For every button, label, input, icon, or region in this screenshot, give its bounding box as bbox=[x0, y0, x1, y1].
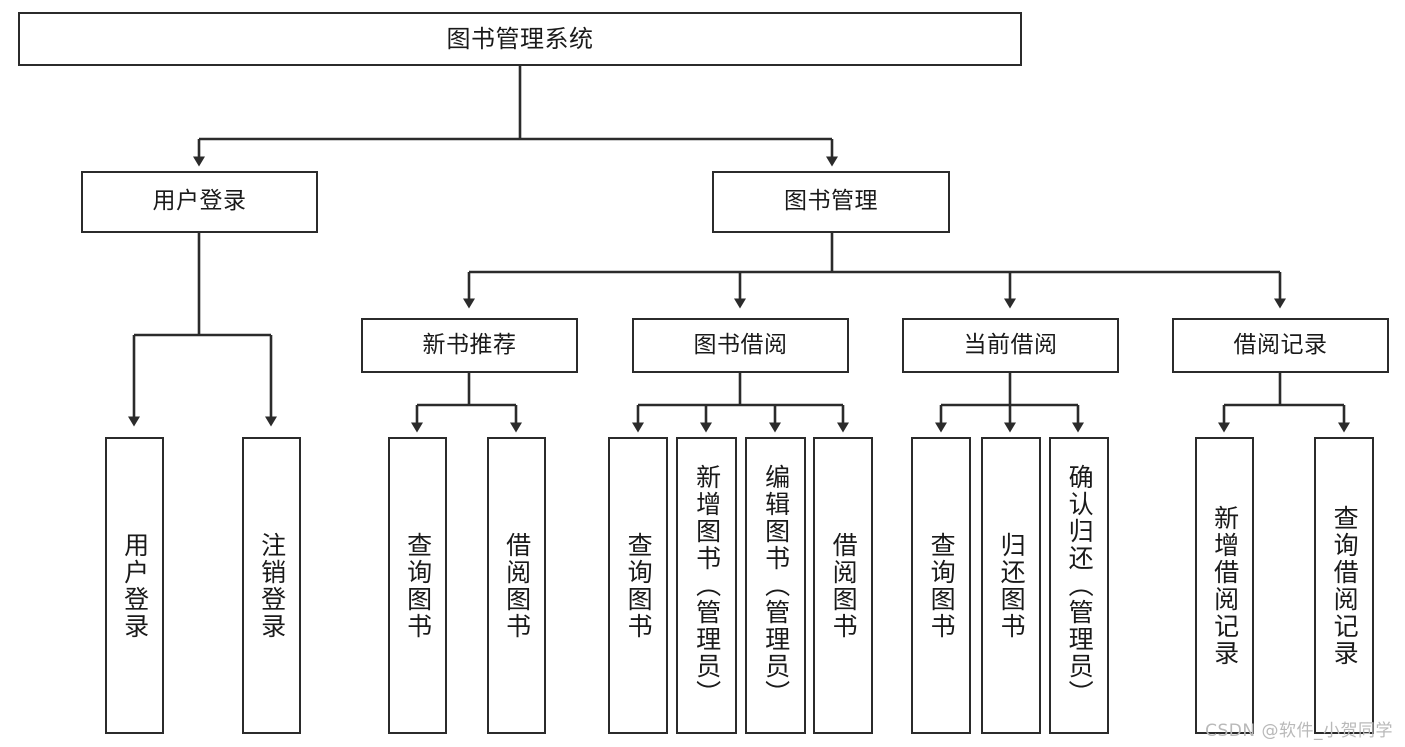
node-leaf-add-book-label: 新增图书（管理员） bbox=[692, 464, 722, 707]
node-root[interactable]: 图书管理系统 bbox=[18, 12, 1022, 66]
node-leaf-borrow-book-1[interactable]: 借阅图书 bbox=[487, 437, 546, 734]
node-user-login[interactable]: 用户登录 bbox=[81, 171, 318, 233]
node-leaf-query-book-1[interactable]: 查询图书 bbox=[388, 437, 447, 734]
node-leaf-query-book-2[interactable]: 查询图书 bbox=[608, 437, 668, 734]
node-leaf-borrow-book-2[interactable]: 借阅图书 bbox=[813, 437, 873, 734]
node-leaf-query-book-3[interactable]: 查询图书 bbox=[911, 437, 971, 734]
node-leaf-user-login-label: 用户登录 bbox=[120, 531, 150, 640]
node-leaf-query-borrow-record-label: 查询借阅记录 bbox=[1330, 504, 1360, 667]
node-leaf-borrow-book-1-label: 借阅图书 bbox=[502, 531, 532, 640]
node-leaf-query-book-3-label: 查询图书 bbox=[927, 531, 957, 640]
node-new-book-recommend[interactable]: 新书推荐 bbox=[361, 318, 578, 373]
node-leaf-user-login[interactable]: 用户登录 bbox=[105, 437, 164, 734]
node-borrow-record-label: 借阅记录 bbox=[1233, 331, 1328, 358]
node-leaf-edit-book-label: 编辑图书（管理员） bbox=[761, 464, 791, 707]
node-user-login-label: 用户登录 bbox=[152, 188, 247, 215]
node-book-borrow[interactable]: 图书借阅 bbox=[632, 318, 849, 373]
node-leaf-edit-book[interactable]: 编辑图书（管理员） bbox=[745, 437, 806, 734]
node-leaf-query-book-2-label: 查询图书 bbox=[624, 531, 654, 640]
node-leaf-logout[interactable]: 注销登录 bbox=[242, 437, 301, 734]
node-borrow-record[interactable]: 借阅记录 bbox=[1172, 318, 1389, 373]
node-book-borrow-label: 图书借阅 bbox=[693, 331, 788, 358]
node-leaf-confirm-return-label: 确认归还（管理员） bbox=[1065, 464, 1095, 707]
node-leaf-query-book-1-label: 查询图书 bbox=[403, 531, 433, 640]
node-current-borrow-label: 当前借阅 bbox=[963, 331, 1058, 358]
node-leaf-return-book-label: 归还图书 bbox=[997, 531, 1027, 640]
node-leaf-query-borrow-record[interactable]: 查询借阅记录 bbox=[1314, 437, 1374, 734]
node-book-manage[interactable]: 图书管理 bbox=[712, 171, 950, 233]
node-leaf-confirm-return[interactable]: 确认归还（管理员） bbox=[1049, 437, 1109, 734]
node-leaf-add-book[interactable]: 新增图书（管理员） bbox=[676, 437, 737, 734]
node-root-label: 图书管理系统 bbox=[446, 24, 594, 53]
node-leaf-add-borrow-record-label: 新增借阅记录 bbox=[1210, 504, 1240, 667]
csdn-watermark: CSDN @软件_小贺同学 bbox=[1205, 721, 1393, 741]
node-leaf-return-book[interactable]: 归还图书 bbox=[981, 437, 1041, 734]
node-current-borrow[interactable]: 当前借阅 bbox=[902, 318, 1119, 373]
node-leaf-add-borrow-record[interactable]: 新增借阅记录 bbox=[1195, 437, 1254, 734]
node-leaf-borrow-book-2-label: 借阅图书 bbox=[829, 531, 859, 640]
node-leaf-logout-label: 注销登录 bbox=[257, 531, 287, 640]
node-new-book-recommend-label: 新书推荐 bbox=[422, 331, 517, 358]
node-book-manage-label: 图书管理 bbox=[784, 188, 878, 215]
